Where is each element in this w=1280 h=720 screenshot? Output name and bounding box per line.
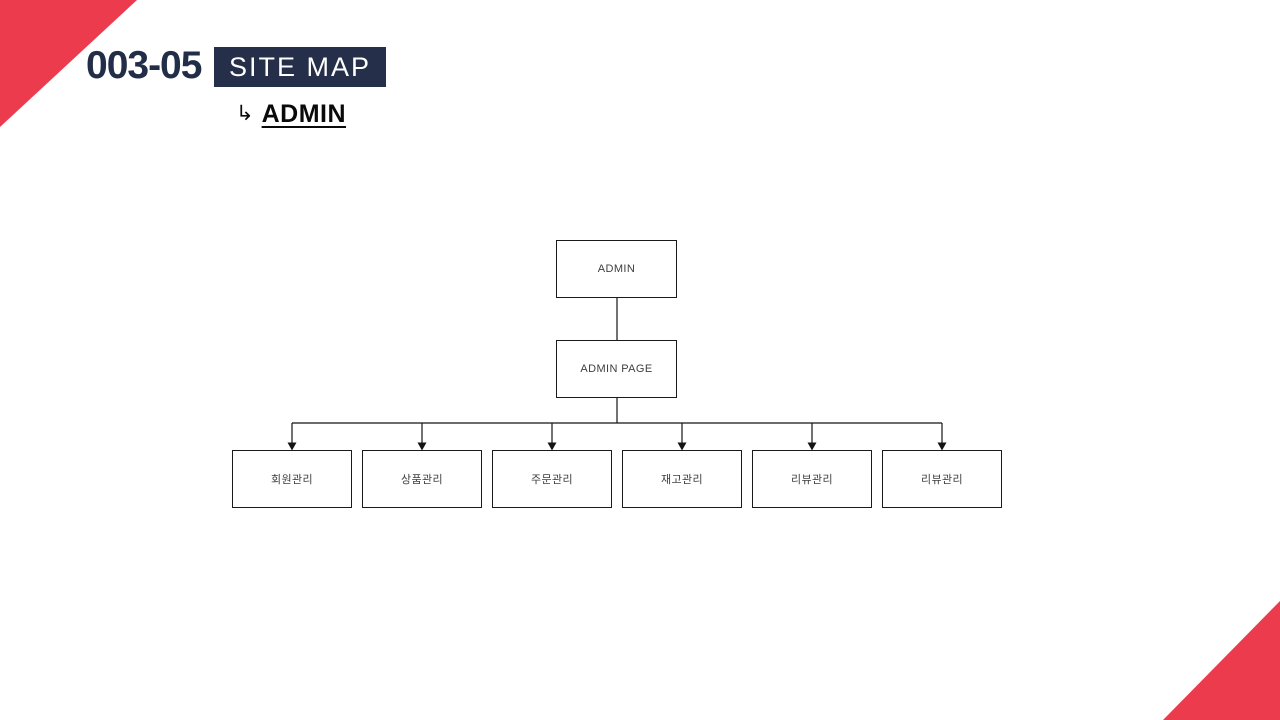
sitemap-node-child: 재고관리 bbox=[622, 450, 742, 508]
page-title-badge: SITE MAP bbox=[214, 47, 387, 87]
hook-arrow-icon: ↳ bbox=[236, 102, 254, 125]
sitemap-node-admin-page: ADMIN PAGE bbox=[556, 340, 677, 398]
subtitle-link[interactable]: ADMIN bbox=[261, 100, 347, 128]
arrowheads bbox=[287, 442, 947, 451]
sitemap-node-child: 회원관리 bbox=[232, 450, 352, 508]
page-title: SITE MAP bbox=[229, 51, 372, 82]
sitemap-node-root: ADMIN bbox=[556, 240, 677, 298]
sitemap-node-child: 주문관리 bbox=[492, 450, 612, 508]
slide-number: 003-05 bbox=[86, 44, 202, 87]
subtitle: ↳ ADMIN bbox=[236, 99, 346, 129]
sitemap-node-child: 리뷰관리 bbox=[882, 450, 1002, 508]
sitemap-node-child: 리뷰관리 bbox=[752, 450, 872, 508]
sitemap-node-child: 상품관리 bbox=[362, 450, 482, 508]
